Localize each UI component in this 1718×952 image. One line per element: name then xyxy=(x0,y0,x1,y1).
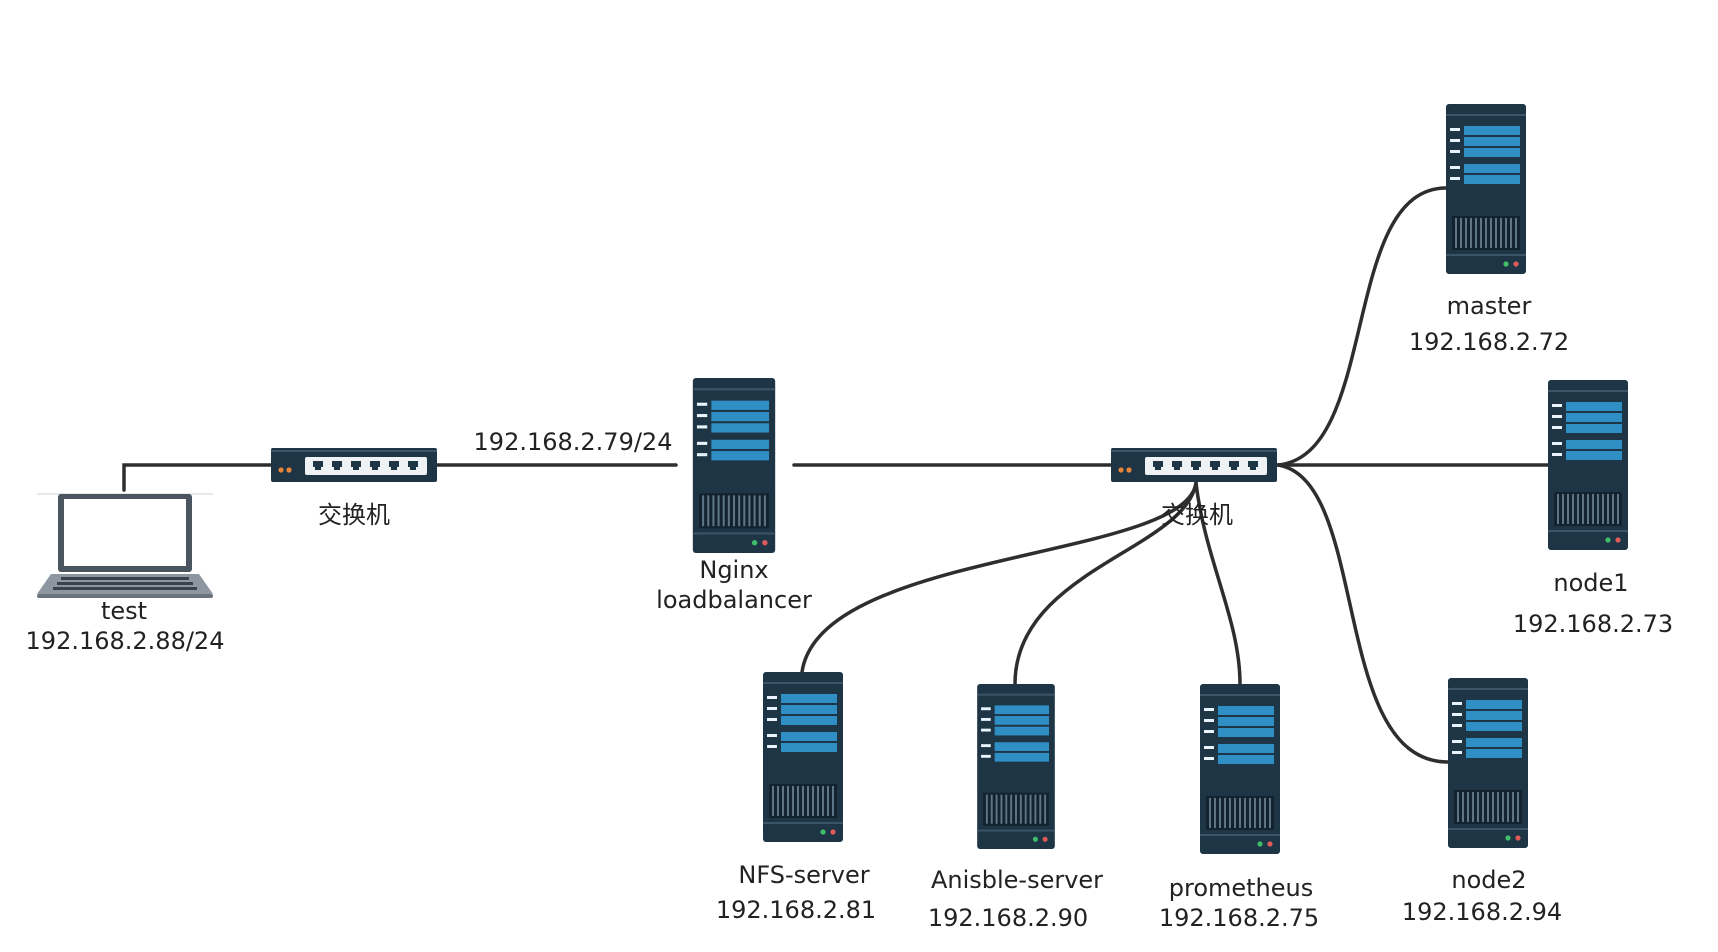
connection-lines xyxy=(122,186,1552,764)
prometheus-ip-label: 192.168.2.75 xyxy=(1158,904,1320,932)
wire-laptop-switch xyxy=(122,463,277,492)
laptop-ip-label: 192.168.2.88/24 xyxy=(25,627,225,655)
ansible-server-icon[interactable] xyxy=(977,684,1055,849)
laptop-icon[interactable] xyxy=(37,493,213,599)
wire-switch-nfs xyxy=(800,481,1198,674)
master-server-icon[interactable] xyxy=(1446,104,1526,274)
master-name-label: master xyxy=(1446,292,1532,320)
laptop-name-label: test xyxy=(100,597,148,625)
network-switch-icon-right[interactable] xyxy=(1111,448,1277,482)
nfs-ip-label: 192.168.2.81 xyxy=(715,896,877,924)
node2-ip-label: 192.168.2.94 xyxy=(1401,898,1563,926)
switch-left-label: 交换机 xyxy=(318,501,390,529)
node2-name-label: node2 xyxy=(1451,866,1527,894)
prometheus-name-label: prometheus xyxy=(1168,874,1314,902)
switch-right-label: 交换机 xyxy=(1161,501,1233,529)
nfs-name-label: NFS-server xyxy=(738,861,870,889)
wire-switch-ansible xyxy=(1013,481,1198,686)
node1-ip-label: 192.168.2.73 xyxy=(1512,610,1674,638)
ansible-ip-label: 192.168.2.90 xyxy=(927,904,1089,932)
ansible-name-label: Anisble-server xyxy=(930,866,1104,894)
nginx-role-label: loadbalancer xyxy=(656,586,812,614)
node1-server-icon[interactable] xyxy=(1548,380,1628,550)
nginx-name-label: Nginx xyxy=(699,556,769,584)
network-switch-icon-left[interactable] xyxy=(271,448,437,482)
prometheus-server-icon[interactable] xyxy=(1200,684,1280,854)
nginx-server-icon[interactable] xyxy=(692,378,776,553)
wire-switch-node2 xyxy=(1276,463,1450,764)
node2-server-icon[interactable] xyxy=(1448,678,1528,848)
link-ip-label: 192.168.2.79/24 xyxy=(473,428,673,456)
master-ip-label: 192.168.2.72 xyxy=(1408,328,1570,356)
node1-name-label: node1 xyxy=(1553,569,1629,597)
wire-switch-prometheus xyxy=(1194,481,1242,686)
nfs-server-icon[interactable] xyxy=(763,672,843,842)
wire-switch-master xyxy=(1276,186,1450,467)
